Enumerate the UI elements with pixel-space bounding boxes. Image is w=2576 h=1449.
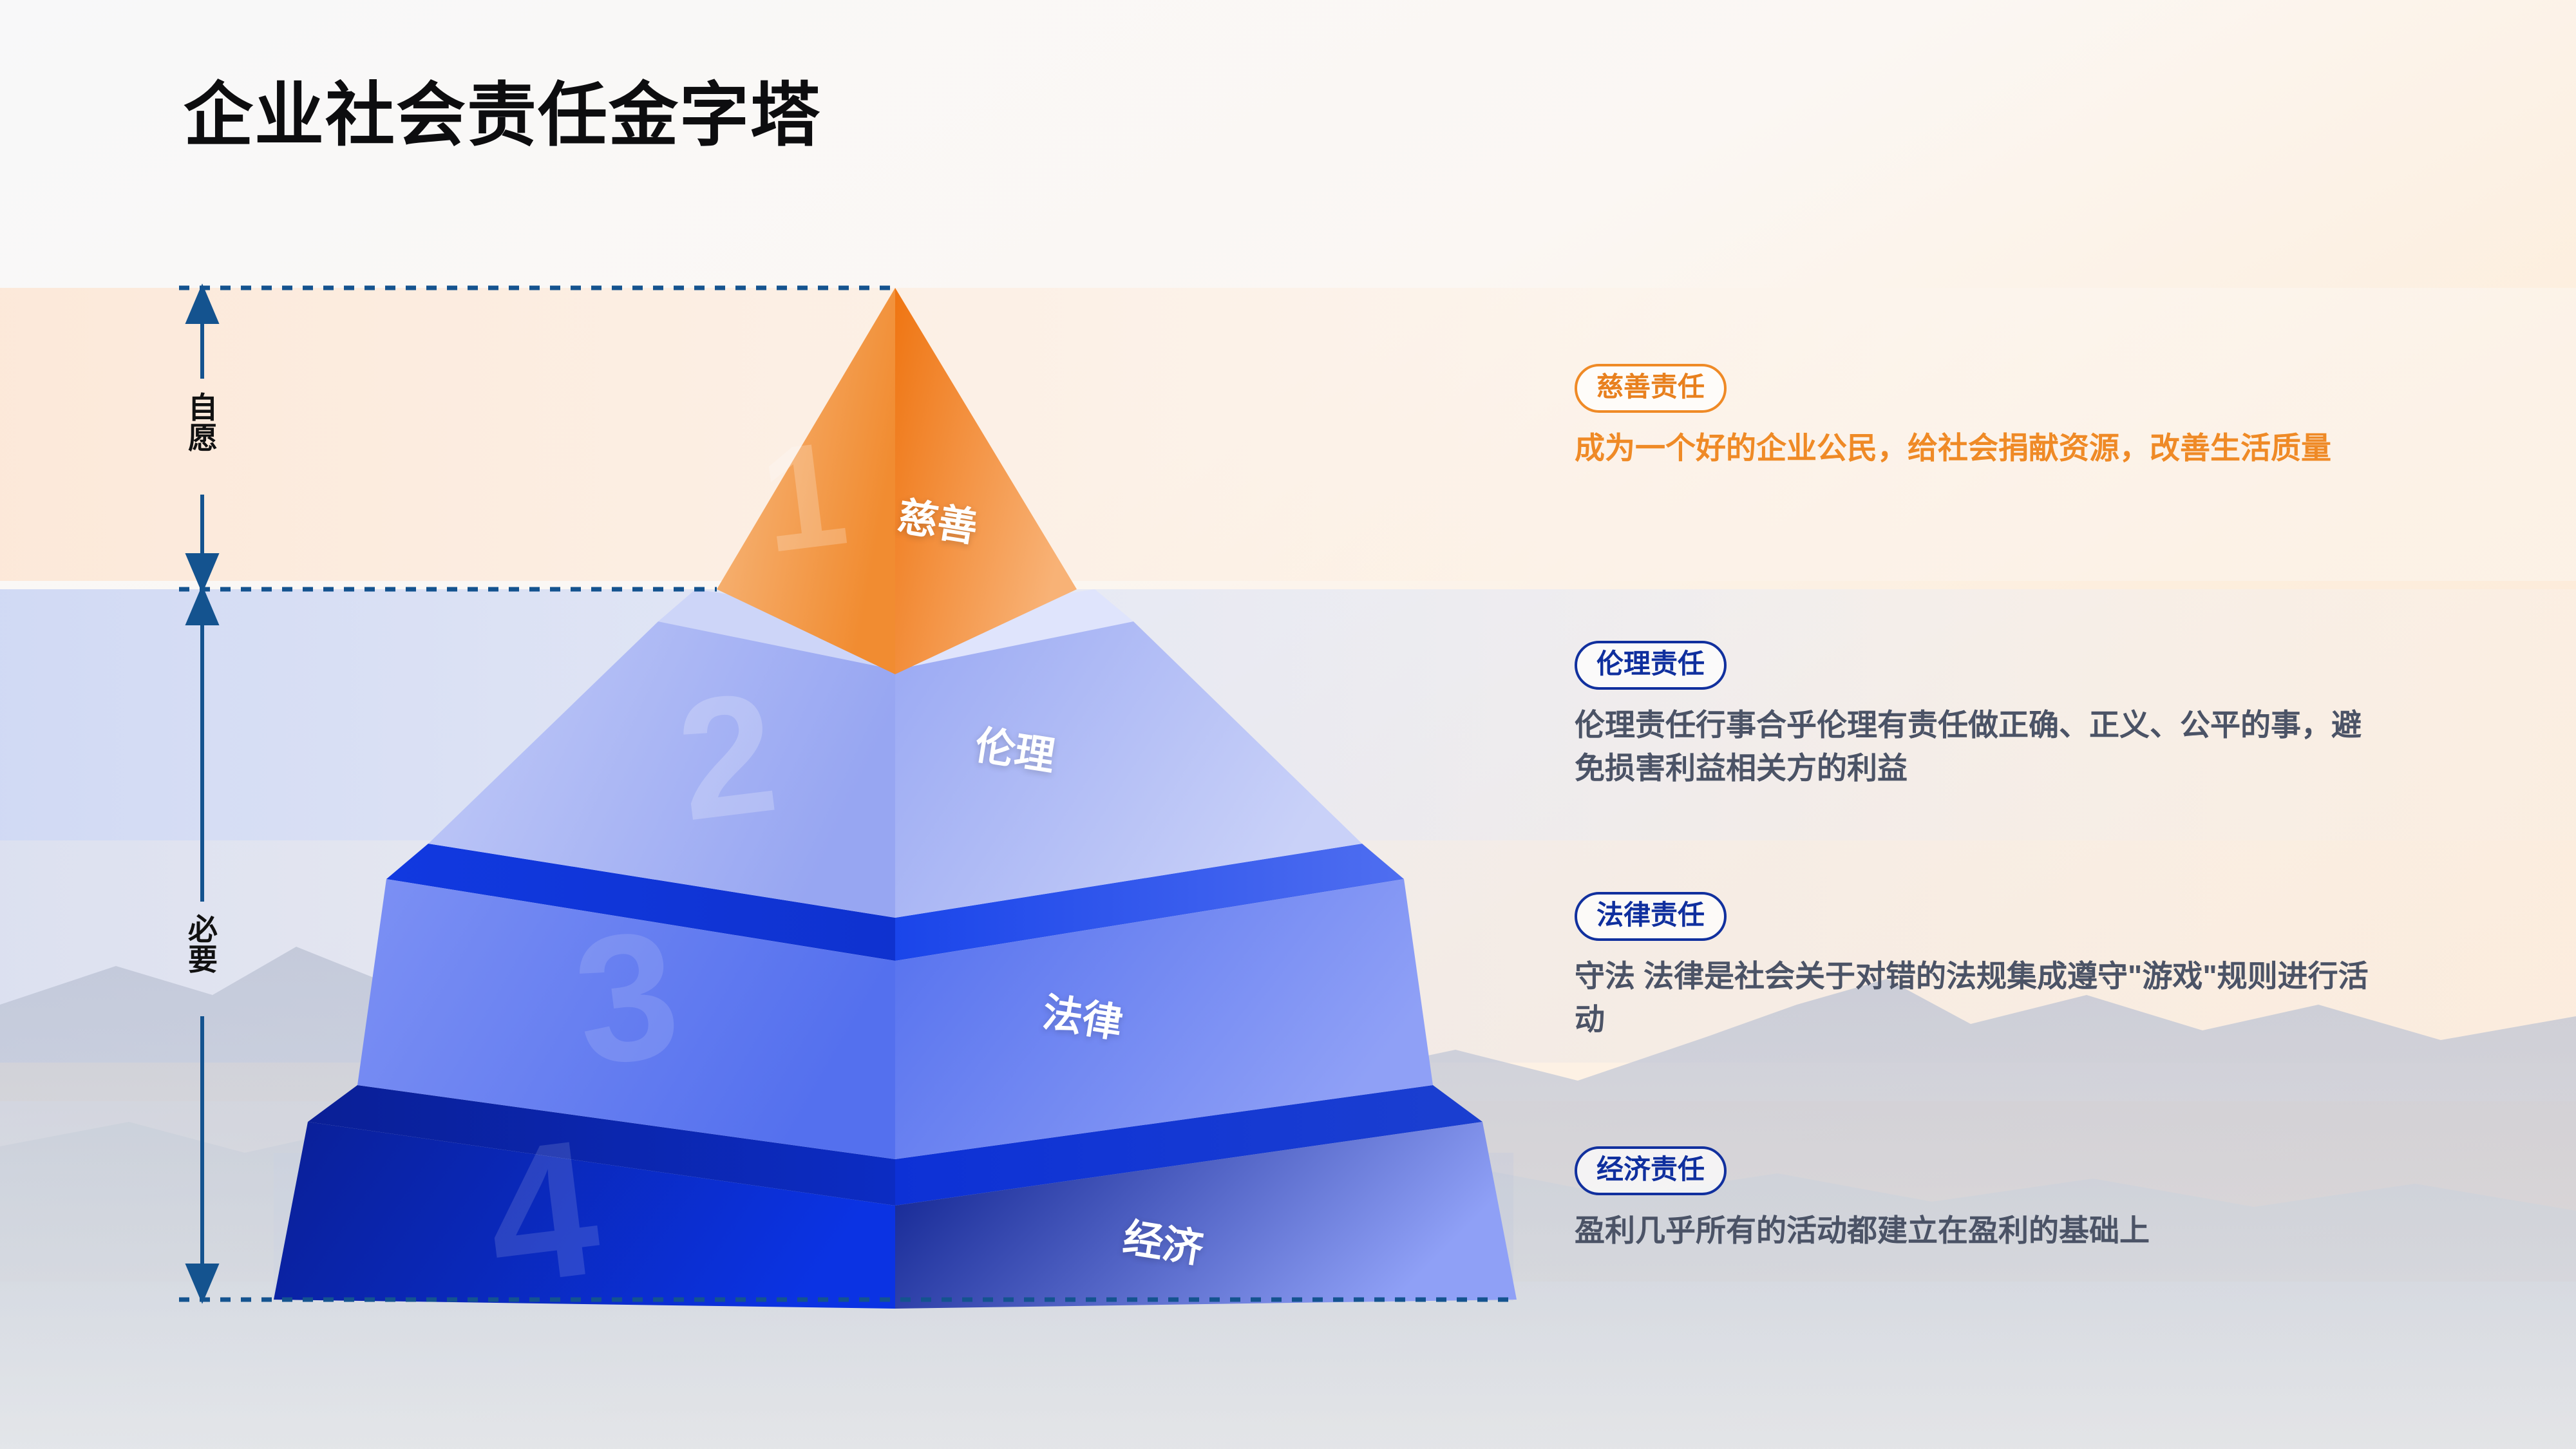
tier-3-caption: 法律 (1039, 990, 1126, 1047)
tier-2-watermark: 2 (668, 656, 786, 857)
badge-philanthropic: 慈善责任 (1575, 364, 1727, 413)
tier-2-top-left (658, 589, 895, 670)
voluntary-arrow (185, 283, 220, 594)
page-title: 企业社会责任金字塔 (184, 76, 822, 154)
note-ethical: 伦理责任 伦理责任行事合乎伦理有责任做正确、正义、公平的事，避免损害利益相关方的… (1575, 641, 2380, 790)
tier-3-watermark: 3 (565, 892, 689, 1104)
tier-2-top-right (895, 589, 1133, 670)
note-body-philanthropic: 成为一个好的企业公民，给社会捐献资源，改善生活质量 (1575, 431, 2331, 465)
badge-economic: 经济责任 (1575, 1146, 1727, 1195)
tier-2-caption: 伦理 (972, 723, 1058, 780)
tier-3-face-left (357, 879, 895, 1159)
note-body-legal: 守法 法律是社会关于对错的法规集成遵守"游戏"规则进行活动 (1575, 959, 2369, 1036)
tier-2-face-left (428, 621, 895, 918)
badge-legal: 法律责任 (1575, 892, 1727, 941)
tier-4-face-left (274, 1122, 895, 1309)
note-legal: 法律责任 守法 法律是社会关于对错的法规集成遵守"游戏"规则进行活动 (1575, 892, 2380, 1041)
tier-1-watermark: 1 (753, 410, 855, 584)
axis-label-required: 必要 (188, 913, 218, 976)
note-economic: 经济责任 盈利几乎所有的活动都建立在盈利的基础上 (1575, 1146, 2380, 1253)
tier-2-face-right (895, 621, 1362, 918)
tier-4-top-right (895, 1085, 1482, 1206)
note-body-economic: 盈利几乎所有的活动都建立在盈利的基础上 (1575, 1213, 2150, 1247)
note-philanthropic: 慈善责任 成为一个好的企业公民，给社会捐献资源，改善生活质量 (1575, 364, 2380, 470)
tier-3-top-left (386, 844, 895, 961)
required-arrow (185, 585, 220, 1304)
axis-label-voluntary: 自愿 (188, 391, 218, 455)
tier-4-caption: 经济 (1120, 1215, 1206, 1273)
note-body-ethical: 伦理责任行事合乎伦理有责任做正确、正义、公平的事，避免损害利益相关方的利益 (1575, 708, 2362, 785)
tier-4-top-left (308, 1085, 895, 1206)
tier-1-face-right (895, 288, 1077, 674)
tier-1-caption: 慈善 (895, 494, 981, 551)
tier-4-face-right (895, 1122, 1517, 1309)
badge-ethical: 伦理责任 (1575, 641, 1727, 690)
tier-3-top-right (895, 844, 1404, 961)
tier-3-face-right (895, 879, 1433, 1159)
tier-1-face-left (717, 288, 895, 674)
